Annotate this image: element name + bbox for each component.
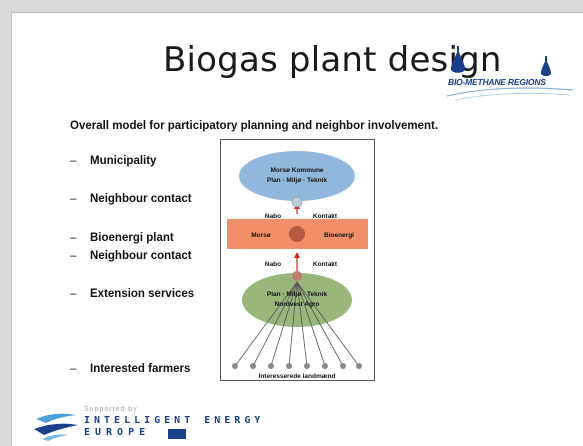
farmer-node <box>232 363 238 369</box>
diagram-svg: Morsø Kommune Plan · Miljø · Teknik Nabo… <box>227 151 368 380</box>
footer-logo: Supported by INTELLIGENT ENERGY EUROPE <box>32 406 312 443</box>
farmer-node <box>268 363 274 369</box>
energy-swirl-icon <box>34 413 78 441</box>
nabo-label-1: Nabo <box>265 213 281 220</box>
eu-flag-icon <box>168 429 186 439</box>
bottom-ellipse-line1: Plan · Miljø · Teknik <box>267 291 328 298</box>
farmer-node <box>322 363 328 369</box>
slide-subtitle: Overall model for participatory planning… <box>70 120 439 132</box>
farmer-node <box>250 363 256 369</box>
farmer-node <box>340 363 346 369</box>
slide-title: Biogas plant design <box>163 40 502 80</box>
participation-diagram: Morsø Kommune Plan · Miljø · Teknik Nabo… <box>220 139 375 381</box>
plant-right-label: Bioenergi <box>324 232 354 239</box>
farmer-node <box>356 363 362 369</box>
logo-drops-icon <box>446 46 574 101</box>
farmer-node <box>304 363 310 369</box>
kontakt-label-1: Kontakt <box>313 213 338 220</box>
plant-node <box>289 226 305 242</box>
plant-left-label: Morsø <box>251 232 271 239</box>
logo-text: BIO-METHANE REGIONS <box>448 77 546 87</box>
slide: Biogas plant design BIO-METHANE REGIONS … <box>11 12 583 446</box>
bottom-ellipse-line2: Nordvest Agro <box>275 301 320 308</box>
top-ellipse-line2: Plan · Miljø · Teknik <box>267 177 328 184</box>
list-item: –Neighbour contact <box>70 193 192 205</box>
europe-text: EUROPE <box>84 427 151 438</box>
kontakt-label-2: Kontakt <box>313 261 338 268</box>
list-item: –Interested farmers <box>70 363 191 375</box>
list-item: –Extension services <box>70 288 195 300</box>
top-node <box>291 196 303 208</box>
intelligent-energy-text: INTELLIGENT ENERGY <box>84 415 265 426</box>
list-item: –Neighbour contact <box>70 250 192 262</box>
role-list: –Municipality –Neighbour contact –Bioene… <box>70 13 220 446</box>
nabo-label-2: Nabo <box>265 261 281 268</box>
top-ellipse-line1: Morsø Kommune <box>270 167 323 174</box>
farmer-node <box>286 363 292 369</box>
supported-by-text: Supported by <box>84 406 138 413</box>
arrow-head-icon <box>294 252 300 258</box>
farmer-lines <box>234 281 360 367</box>
lower-node <box>292 271 302 281</box>
list-item: –Municipality <box>70 155 157 167</box>
bio-methane-regions-logo: BIO-METHANE REGIONS <box>445 44 575 104</box>
farmers-caption: Interesserede landmænd <box>259 373 336 380</box>
municipality-ellipse <box>239 151 355 201</box>
farmer-nodes <box>232 363 362 369</box>
extension-ellipse <box>242 273 352 327</box>
list-item: –Bioenergi plant <box>70 232 174 244</box>
